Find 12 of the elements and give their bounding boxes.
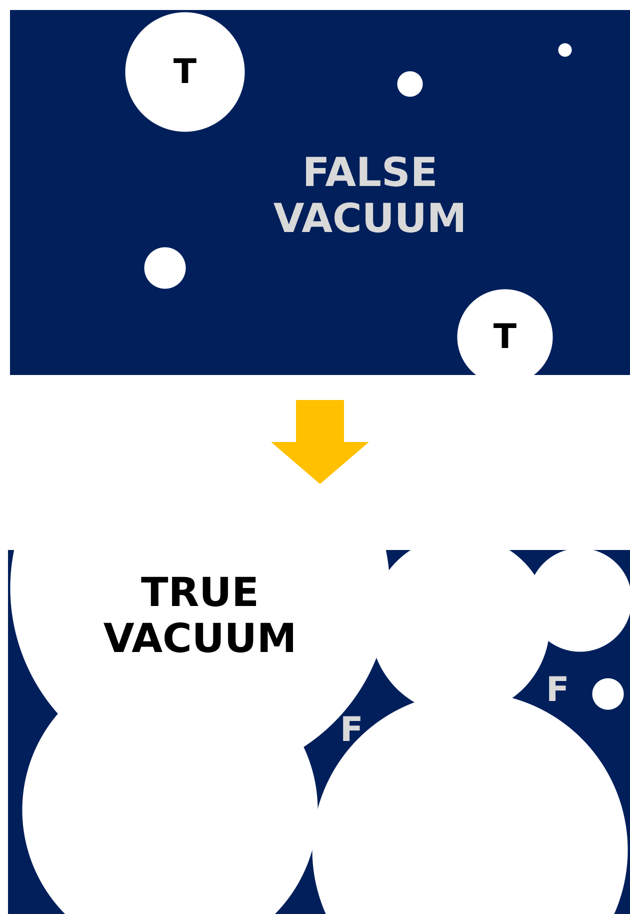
region-letter: F [546, 670, 570, 710]
panel-title: FALSE VACUUM [272, 150, 468, 242]
region-letter: F [340, 710, 364, 750]
sky-panel [10, 10, 630, 375]
bubble [144, 247, 186, 289]
bubble-label: T [492, 317, 518, 357]
sky-panel [8, 550, 630, 914]
bubble [397, 71, 423, 97]
bubble-label: T [172, 52, 198, 92]
bubble-label: TRUE VACUUM [102, 570, 298, 662]
arrow [271, 400, 369, 484]
bubble [558, 43, 572, 57]
